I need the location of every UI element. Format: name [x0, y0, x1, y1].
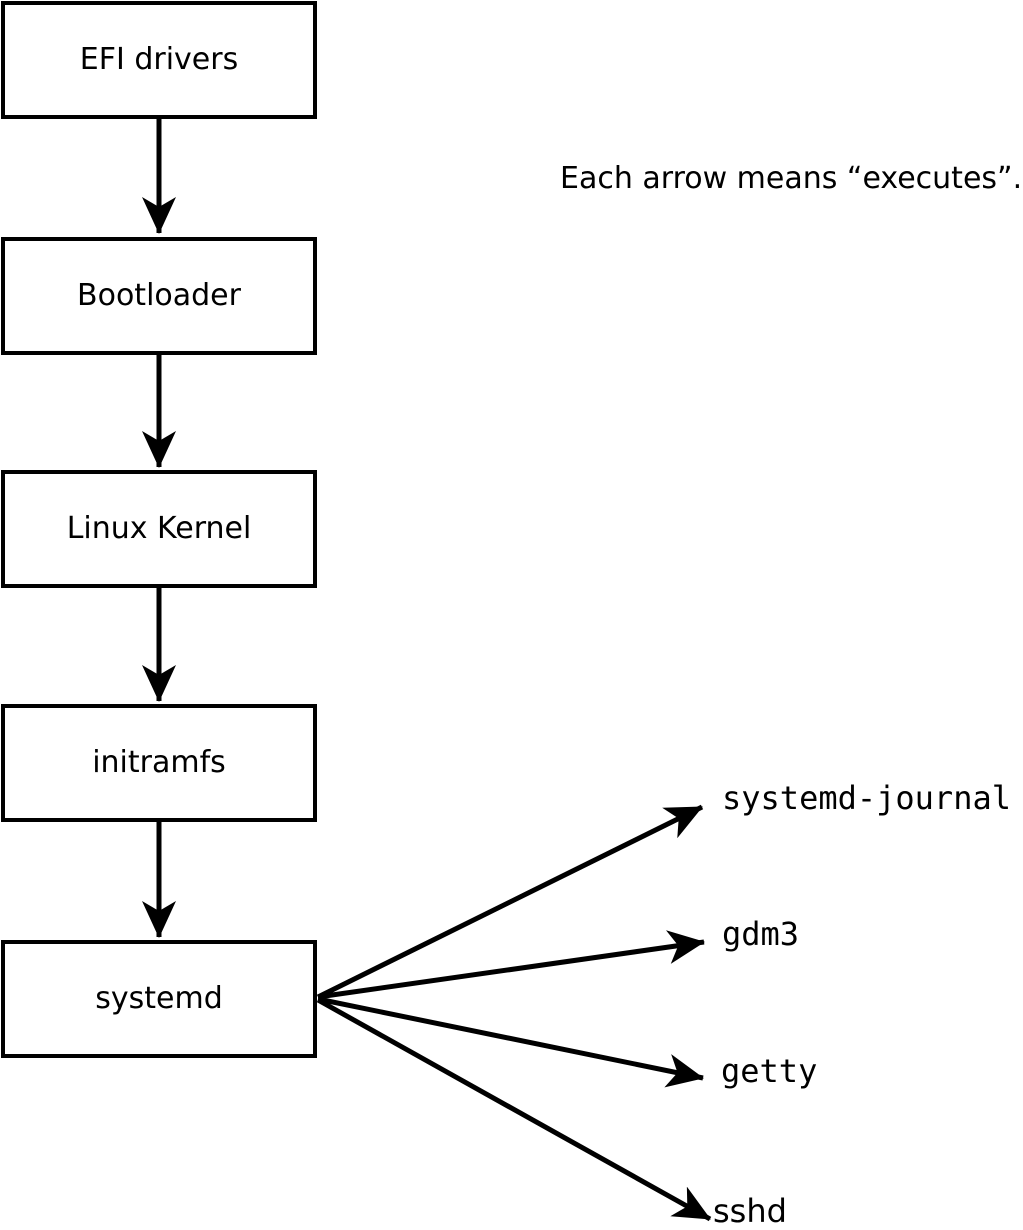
arrow-systemd-to-getty	[317, 996, 704, 1088]
node-bootloader: Bootloader	[1, 237, 317, 355]
node-label: EFI drivers	[79, 42, 239, 77]
node-label: Bootloader	[77, 278, 241, 313]
node-label: Linux Kernel	[66, 511, 252, 546]
process-label-sshd: sshd	[713, 1192, 787, 1230]
node-efi-drivers: EFI drivers	[1, 1, 317, 119]
node-systemd: systemd	[1, 940, 317, 1058]
arrow-systemd-to-gdm3	[317, 930, 705, 1000]
arrow-legend-note: Each arrow means “executes”.	[560, 161, 1023, 196]
node-linux-kernel: Linux Kernel	[1, 470, 317, 588]
process-label-systemd-journal: systemd-journal	[722, 779, 1011, 817]
arrow-systemd-to-journal	[316, 804, 704, 1000]
node-initramfs: initramfs	[1, 704, 317, 822]
process-label-gdm3: gdm3	[722, 915, 800, 953]
node-label: systemd	[95, 981, 223, 1016]
arrow-systemd-to-sshd	[316, 997, 712, 1222]
process-label-getty: getty	[721, 1052, 818, 1090]
node-label: initramfs	[92, 745, 226, 780]
